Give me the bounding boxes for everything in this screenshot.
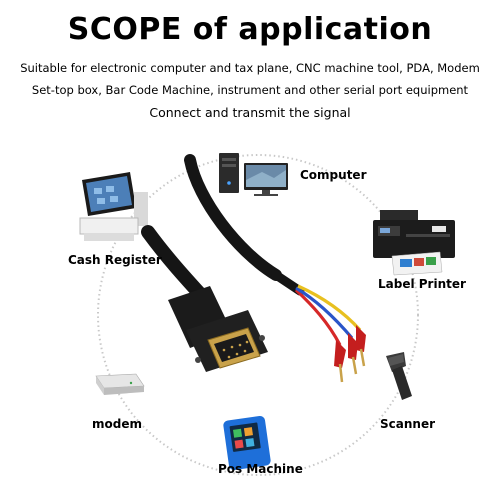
label-cash-register: Cash Register — [68, 253, 162, 267]
label-scanner: Scanner — [380, 417, 435, 431]
description-line-3: Connect and transmit the signal — [149, 105, 351, 120]
scanner-icon — [386, 352, 412, 400]
label-modem: modem — [92, 417, 142, 431]
connection-circle — [97, 154, 419, 476]
db9-connector — [168, 286, 268, 372]
label-printer-icon — [373, 210, 455, 276]
page-title: SCOPE of application — [67, 12, 433, 47]
cash-register-icon — [79, 172, 148, 241]
description-line-2: Set-top box, Bar Code Machine, instrumen… — [31, 83, 469, 97]
modem-icon — [95, 373, 145, 395]
computer-icon — [219, 153, 288, 196]
label-label-printer: Label Printer — [378, 277, 466, 291]
description-line-1: Suitable for electronic computer and tax… — [20, 61, 480, 75]
pos-machine-icon — [223, 415, 271, 471]
label-pos-machine: Pos Machine — [218, 462, 303, 476]
label-computer: Computer — [300, 168, 367, 182]
